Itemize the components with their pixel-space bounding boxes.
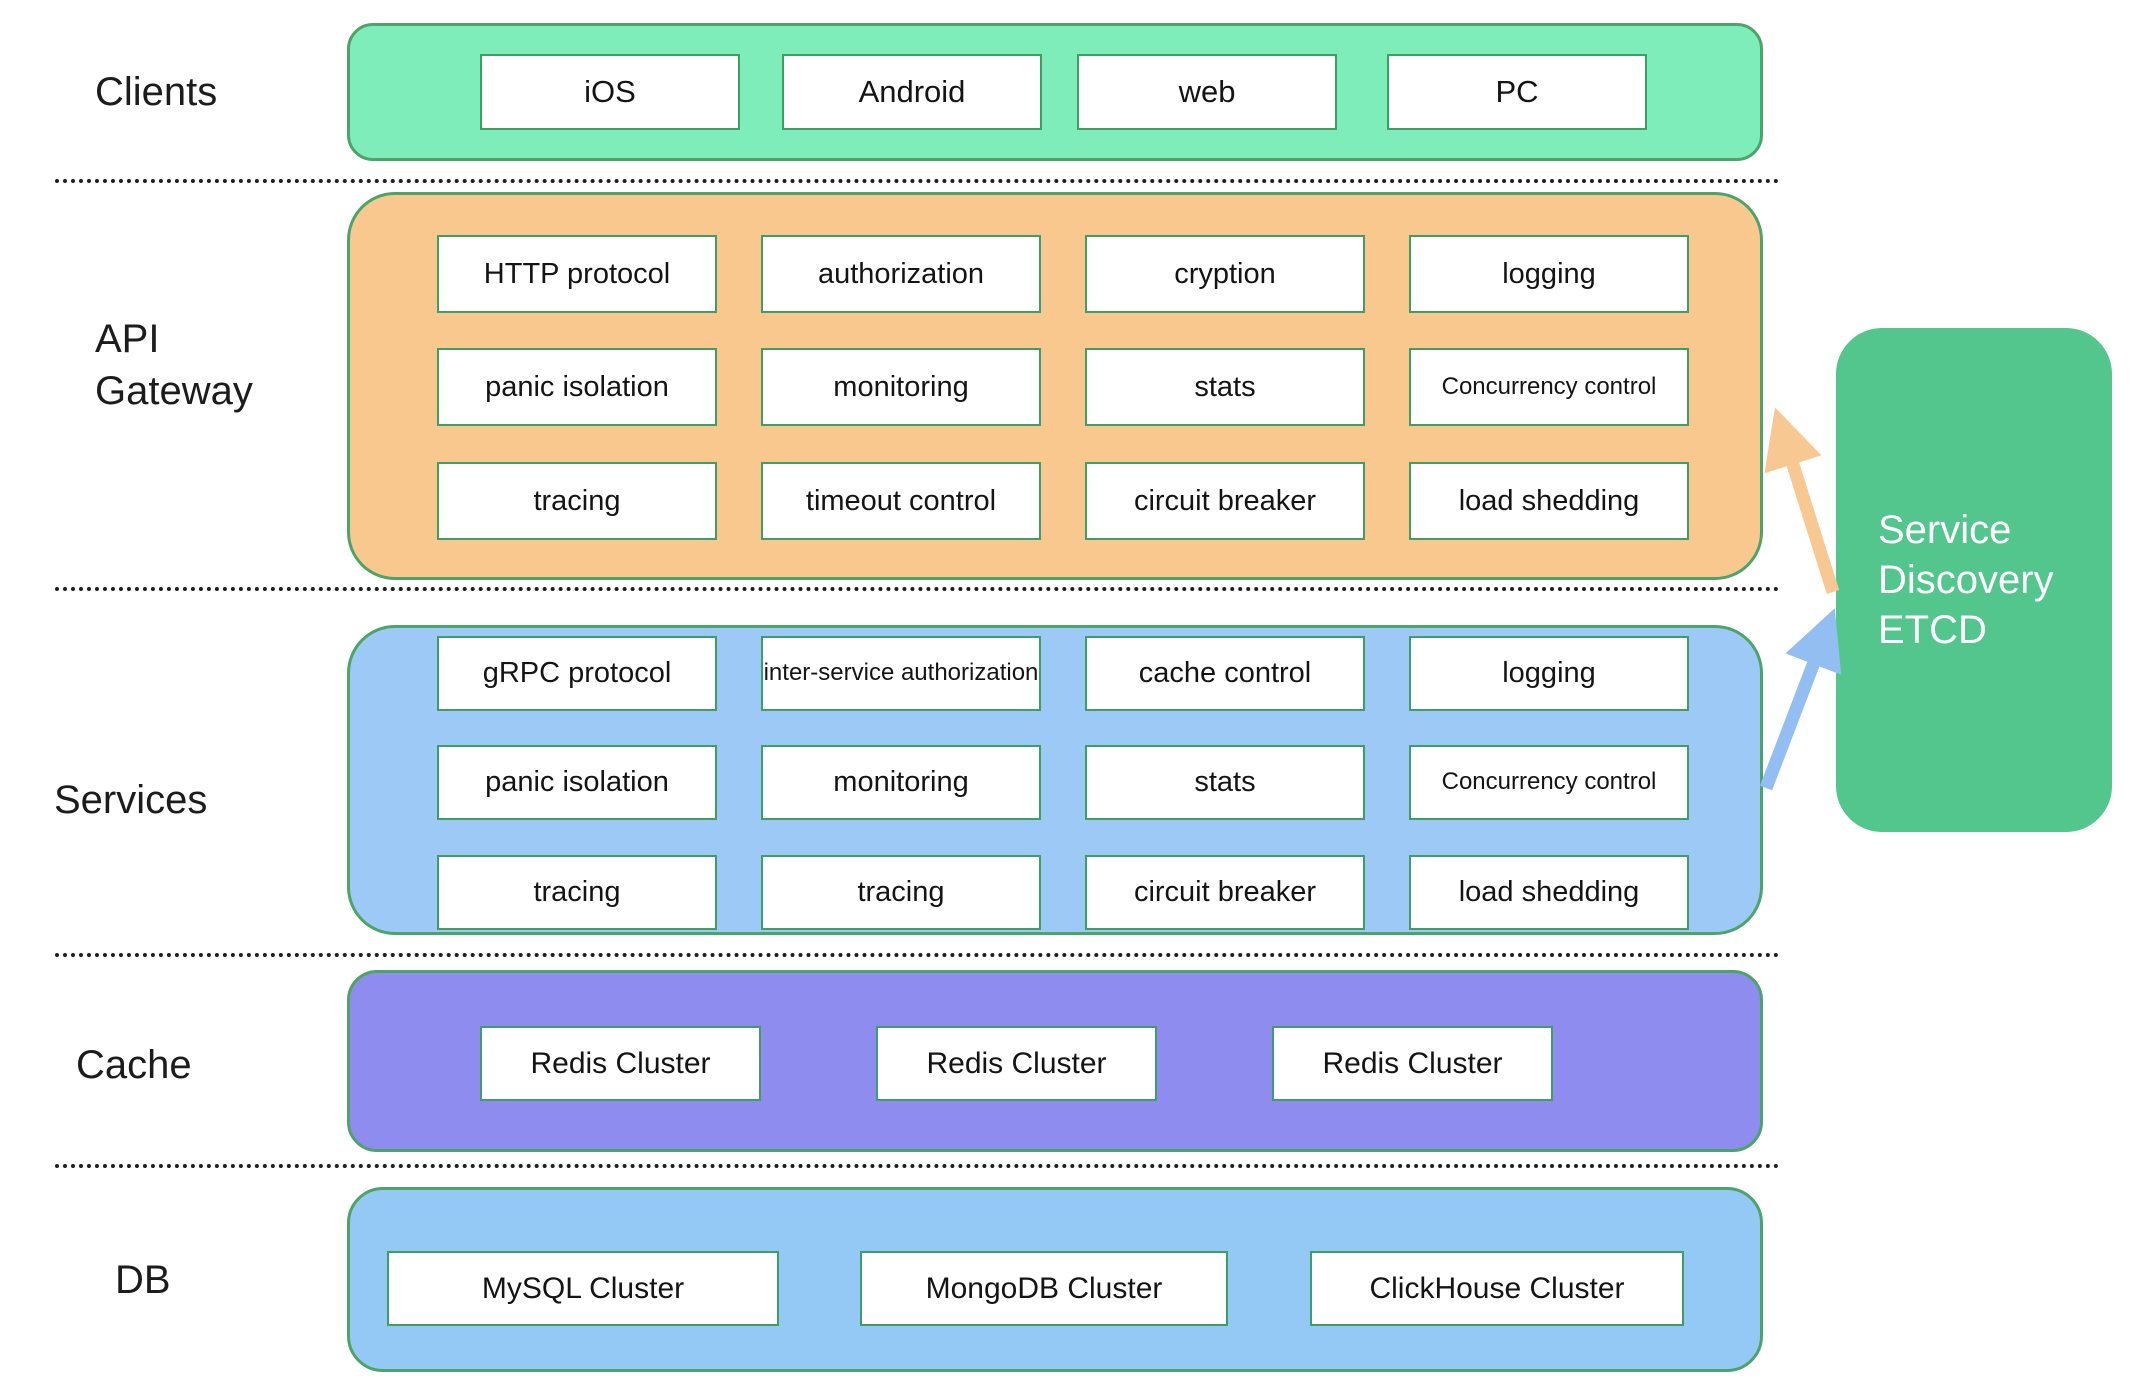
svc-cell-logging: logging xyxy=(1409,636,1689,711)
client-item-ios: iOS xyxy=(480,54,740,130)
etcd-line-service: Service xyxy=(1878,508,2012,552)
service-discovery-etcd-box: Service Discovery ETCD xyxy=(1836,328,2112,832)
db-item-mysql: MySQL Cluster xyxy=(387,1251,779,1326)
api-gateway-layer-label: API Gateway xyxy=(95,313,253,417)
cache-item-redis-1: Redis Cluster xyxy=(480,1026,761,1101)
clients-layer-label: Clients xyxy=(95,70,218,114)
db-layer-box: MySQL Cluster MongoDB Cluster ClickHouse… xyxy=(347,1187,1763,1372)
arrow-etcd-to-api-gateway xyxy=(1764,407,1840,594)
api-gateway-label-line2: Gateway xyxy=(95,369,253,413)
svc-cell-concurrency-control: Concurrency control xyxy=(1409,745,1689,820)
svc-cell-tracing-2: tracing xyxy=(761,855,1041,930)
svc-cell-stats: stats xyxy=(1085,745,1365,820)
svc-cell-load-shedding: load shedding xyxy=(1409,855,1689,930)
cache-layer-label: Cache xyxy=(76,1043,192,1087)
api-cell-http-protocol: HTTP protocol xyxy=(437,235,717,313)
svc-cell-grpc-protocol: gRPC protocol xyxy=(437,636,717,711)
client-item-android: Android xyxy=(782,54,1042,130)
api-cell-concurrency-control: Concurrency control xyxy=(1409,348,1689,426)
dotted-separator-cache-db xyxy=(55,1164,1780,1168)
clients-layer-box: iOS Android web PC xyxy=(347,23,1763,161)
api-cell-cryption: cryption xyxy=(1085,235,1365,313)
dotted-separator-clients-api xyxy=(55,179,1780,183)
api-cell-timeout-control: timeout control xyxy=(761,462,1041,540)
api-cell-load-shedding: load shedding xyxy=(1409,462,1689,540)
cache-layer-box: Redis Cluster Redis Cluster Redis Cluste… xyxy=(347,970,1763,1152)
client-item-web: web xyxy=(1077,54,1337,130)
api-cell-authorization: authorization xyxy=(761,235,1041,313)
api-cell-tracing: tracing xyxy=(437,462,717,540)
cache-item-redis-2: Redis Cluster xyxy=(876,1026,1157,1101)
client-item-pc: PC xyxy=(1387,54,1647,130)
api-gateway-label-line1: API xyxy=(95,317,160,361)
api-cell-logging: logging xyxy=(1409,235,1689,313)
services-layer-label: Services xyxy=(54,778,208,822)
svc-cell-cache-control: cache control xyxy=(1085,636,1365,711)
etcd-line-etcd: ETCD xyxy=(1878,608,1987,652)
cache-item-redis-3: Redis Cluster xyxy=(1272,1026,1553,1101)
api-cell-panic-isolation: panic isolation xyxy=(437,348,717,426)
dotted-separator-services-cache xyxy=(55,953,1780,957)
etcd-line-discovery: Discovery xyxy=(1878,558,2054,602)
svc-cell-circuit-breaker: circuit breaker xyxy=(1085,855,1365,930)
api-cell-stats: stats xyxy=(1085,348,1365,426)
dotted-separator-api-services xyxy=(55,587,1780,591)
svc-cell-monitoring: monitoring xyxy=(761,745,1041,820)
db-item-mongodb: MongoDB Cluster xyxy=(860,1251,1228,1326)
api-gateway-layer-box: HTTP protocol authorization cryption log… xyxy=(347,192,1763,580)
svc-cell-panic-isolation: panic isolation xyxy=(437,745,717,820)
services-layer-box: gRPC protocol inter-service authorizatio… xyxy=(347,625,1763,935)
db-layer-label: DB xyxy=(115,1258,171,1302)
api-cell-circuit-breaker: circuit breaker xyxy=(1085,462,1365,540)
svc-cell-inter-service-authorization: inter-service authorization xyxy=(761,636,1041,711)
arrow-services-to-etcd xyxy=(1759,608,1842,791)
db-item-clickhouse: ClickHouse Cluster xyxy=(1310,1251,1684,1326)
svc-cell-tracing-1: tracing xyxy=(437,855,717,930)
api-cell-monitoring: monitoring xyxy=(761,348,1041,426)
